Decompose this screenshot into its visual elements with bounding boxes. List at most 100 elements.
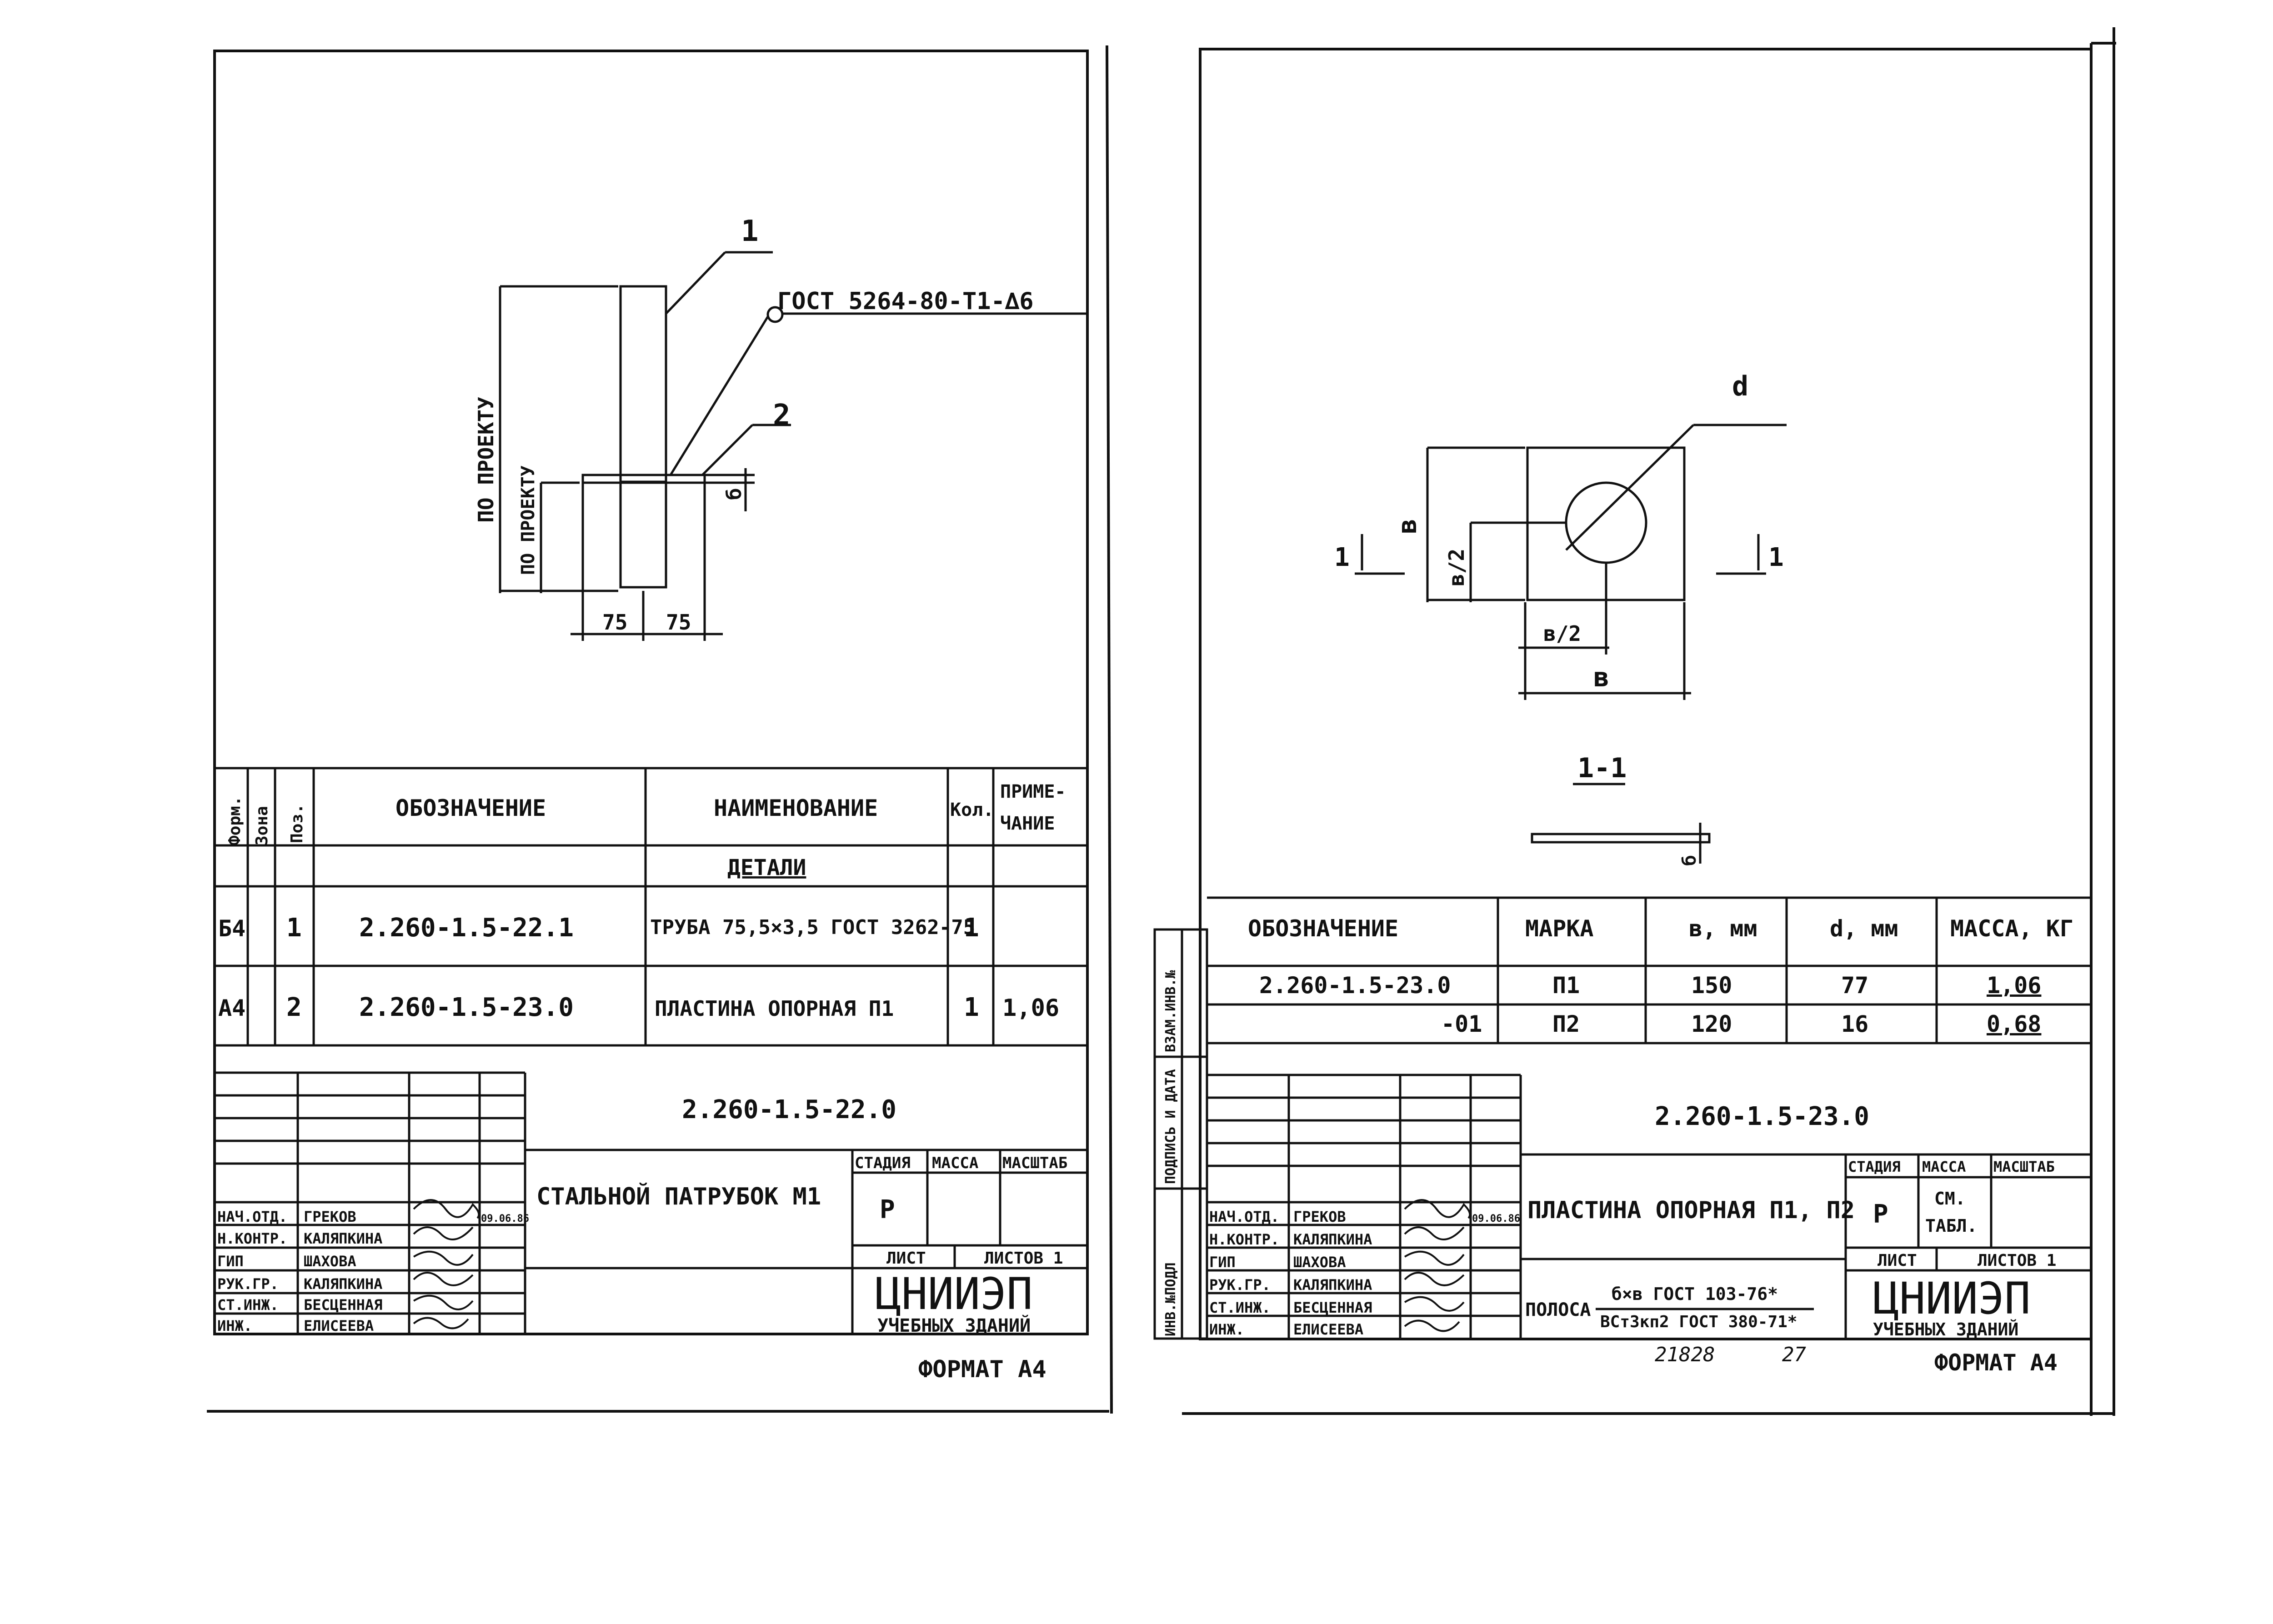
plate-drawing [1355, 424, 1787, 864]
row2-note: 1,06 [1002, 994, 1059, 1022]
left-spec-table [215, 767, 1087, 1047]
left-scale-label: МАСШТАБ [1002, 1154, 1067, 1172]
spec-header-designation: ОБОЗНАЧЕНИЕ [396, 795, 546, 821]
right-sheet-text: d в в/2 в/2 в 1 1 1-1 б ИНВ.№ПОДЛ ПОДПИС… [1163, 370, 2073, 1376]
dim-b-left: в [1393, 519, 1422, 534]
right-sheet-frame [1182, 27, 2116, 1416]
table-header-d: d, мм [1830, 915, 1898, 942]
callout-1: 1 [741, 215, 759, 248]
right-sheet-label: ЛИСТ [1877, 1251, 1917, 1270]
right-role-0: НАЧ.ОТД. [1209, 1208, 1279, 1225]
right-role-1: Н.КОНТР. [1209, 1231, 1279, 1248]
table-header-b: в, мм [1689, 915, 1757, 942]
right-stage-value: Р [1873, 1199, 1888, 1229]
left-sheet-frame [207, 45, 1113, 1414]
left-sheet-text: 1 2 ГОСТ 5264-80-Т1-∆6 ПО ПРОЕКТУ ПО ПРО… [217, 215, 1067, 1383]
left-org-1: ЦНИИЭП [875, 1269, 1033, 1319]
table-row2-b: 120 [1691, 1011, 1732, 1037]
archive-sheet: 27 [1782, 1343, 1806, 1366]
side-stamp-vzam-inv: ВЗАМ.ИНВ.№ [1163, 969, 1179, 1052]
right-scale-label: МАСШТАБ [1993, 1158, 2055, 1175]
section-mark-right: 1 [1768, 543, 1784, 572]
left-role-0: НАЧ.ОТД. [217, 1208, 287, 1225]
right-data-table [1207, 896, 2091, 1044]
left-role-3: РУК.ГР. [217, 1275, 279, 1293]
left-name-3: КАЛЯПКИНА [304, 1275, 382, 1293]
right-mass-value-1: СМ. [1934, 1189, 1966, 1209]
dim-d: d [1732, 370, 1748, 402]
right-org-1: ЦНИИЭП [1873, 1273, 2031, 1324]
left-role-1: Н.КОНТР. [217, 1230, 287, 1247]
spec-header-note-1: ПРИМЕ- [1000, 781, 1066, 802]
dim-b-bottom: в [1593, 662, 1609, 693]
dim-b-half-horizontal: в/2 [1543, 621, 1581, 646]
left-stage-label: СТАДИЯ [855, 1154, 911, 1172]
table-row2-mass: 0,68 [1987, 1011, 2041, 1037]
dim-75-b: 75 [666, 610, 691, 635]
left-name-0: ГРЕКОВ [304, 1208, 356, 1225]
table-row1-d: 77 [1841, 972, 1868, 999]
table-row1-designation: 2.260-1.5-23.0 [1259, 972, 1451, 999]
left-name-5: ЕЛИСЕЕВА [304, 1317, 374, 1334]
right-role-3: РУК.ГР. [1209, 1276, 1271, 1294]
right-org-2: УЧЕБНЫХ ЗДАНИЙ [1873, 1319, 2018, 1339]
table-row1-mass: 1,06 [1987, 972, 2041, 999]
row1-form: Б4 [218, 915, 245, 942]
left-doc-code: 2.260-1.5-22.0 [682, 1095, 896, 1124]
left-stage-value: Р [880, 1195, 895, 1224]
right-name-4: БЕСЦЕННАЯ [1293, 1299, 1372, 1316]
material-bottom: ВСт3кп2 ГОСТ 380-71* [1600, 1313, 1797, 1331]
signatures [413, 1199, 1471, 1332]
row2-designation: 2.260-1.5-23.0 [359, 993, 574, 1022]
left-title: СТАЛЬНОЙ ПАТРУБОК М1 [536, 1183, 821, 1210]
table-header-designation: ОБОЗНАЧЕНИЕ [1248, 915, 1398, 942]
side-stamp-inv-podl: ИНВ.№ПОДЛ [1163, 1262, 1179, 1336]
section-title: 1-1 [1577, 752, 1627, 784]
table-row2-mark: П2 [1552, 1011, 1580, 1037]
left-sheet-label: ЛИСТ [886, 1249, 926, 1268]
table-row2-designation: -01 [1441, 1011, 1482, 1037]
right-stage-label: СТАДИЯ [1848, 1158, 1901, 1175]
left-org-2: УЧЕБНЫХ ЗДАНИЙ [877, 1314, 1031, 1336]
right-name-0: ГРЕКОВ [1293, 1208, 1346, 1225]
right-name-5: ЕЛИСЕЕВА [1293, 1321, 1363, 1338]
right-title: ПЛАСТИНА ОПОРНАЯ П1, П2 [1527, 1197, 1855, 1224]
right-sheets-label: ЛИСТОВ 1 [1978, 1251, 2056, 1270]
left-name-4: БЕСЦЕННАЯ [304, 1296, 382, 1314]
row2-qty: 1 [964, 993, 979, 1022]
dim-po-proektu-1: ПО ПРОЕКТУ [474, 397, 498, 523]
left-mass-label: МАССА [932, 1154, 978, 1172]
row2-pos: 2 [286, 993, 302, 1022]
left-name-1: КАЛЯПКИНА [304, 1230, 382, 1247]
right-format: ФОРМАТ А4 [1934, 1349, 2058, 1376]
spec-header-name: НАИМЕНОВАНИЕ [714, 795, 878, 821]
left-name-2: ШАХОВА [304, 1253, 356, 1270]
dim-thickness: б [723, 488, 746, 500]
table-row2-d: 16 [1841, 1011, 1868, 1037]
side-stamp-signature-date: ПОДПИСЬ И ДАТА [1163, 1069, 1179, 1184]
section-label-details: ДЕТАЛИ [727, 855, 806, 880]
right-role-2: ГИП [1209, 1254, 1236, 1271]
left-title-block [215, 1071, 1087, 1334]
row1-designation: 2.260-1.5-22.1 [359, 913, 574, 943]
dim-75-a: 75 [602, 610, 627, 635]
row1-name: ТРУБА 75,5×3,5 ГОСТ 3262-75 [650, 916, 975, 939]
side-stamp [1153, 928, 1208, 1340]
weld-note: ГОСТ 5264-80-Т1-∆6 [777, 288, 1034, 315]
right-role-4: СТ.ИНЖ. [1209, 1299, 1271, 1316]
table-row1-b: 150 [1691, 972, 1732, 999]
left-format: ФОРМАТ А4 [918, 1356, 1046, 1383]
table-row1-mark: П1 [1552, 972, 1580, 999]
left-role-2: ГИП [217, 1253, 244, 1270]
material-top: б×в ГОСТ 103-76* [1612, 1284, 1778, 1304]
table-header-mark: МАРКА [1525, 915, 1594, 942]
row1-qty: 1 [964, 913, 979, 943]
right-date: 09.06.86 [1472, 1213, 1520, 1224]
left-role-5: ИНЖ. [217, 1317, 252, 1334]
table-header-mass: МАССА, КГ [1950, 915, 2073, 942]
section-mark-left: 1 [1334, 543, 1350, 572]
spec-header-qty: Кол. [950, 800, 994, 820]
right-role-5: ИНЖ. [1209, 1321, 1244, 1338]
callout-2: 2 [773, 399, 791, 432]
